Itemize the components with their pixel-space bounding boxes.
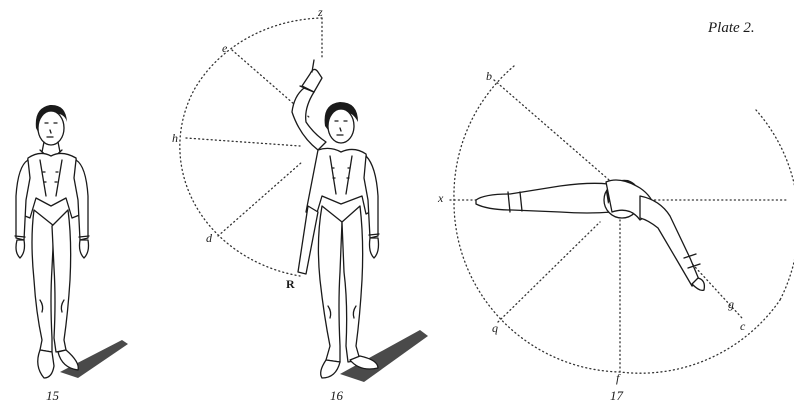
point-b: b bbox=[486, 70, 492, 82]
arc-16 bbox=[180, 18, 322, 276]
point-z: z bbox=[318, 6, 323, 18]
figure-15-number: 15 bbox=[46, 388, 59, 404]
point-g: g bbox=[728, 298, 734, 310]
point-R: R bbox=[286, 278, 295, 290]
arc-17-left bbox=[454, 66, 780, 373]
point-e: e bbox=[222, 42, 227, 54]
plate-title: Plate 2. bbox=[708, 20, 755, 37]
arc-17-right bbox=[756, 110, 794, 300]
figure-16-number: 16 bbox=[330, 388, 343, 404]
point-d: d bbox=[206, 232, 212, 244]
figure-17-number: 17 bbox=[610, 388, 623, 404]
point-f: f bbox=[616, 372, 619, 384]
point-h: h bbox=[172, 132, 178, 144]
point-q: q bbox=[492, 322, 498, 334]
figure-15-standing-man bbox=[15, 105, 128, 378]
point-c: c bbox=[740, 320, 745, 332]
figure-16-arm-raised bbox=[180, 18, 428, 382]
point-x: x bbox=[438, 192, 443, 204]
